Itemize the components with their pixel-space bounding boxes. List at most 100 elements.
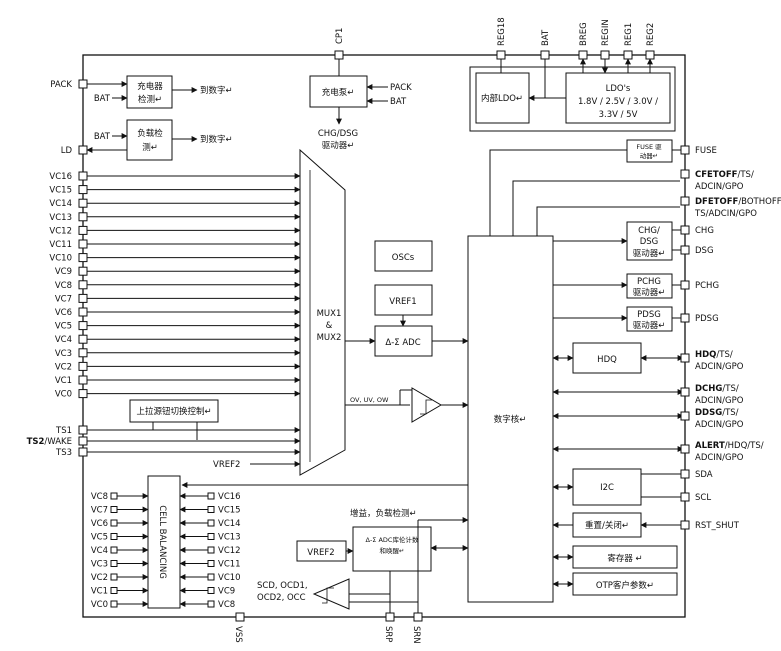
- pin-vc14: VC14: [49, 199, 72, 209]
- vc-pin-box: [78, 212, 88, 222]
- pin-vc15: VC15: [49, 186, 72, 196]
- load-detect: LD BAT 负载检 测↵ 到数字↵: [61, 119, 233, 161]
- pin-vc7: VC7: [55, 294, 72, 304]
- cb-left-pin-box: [110, 573, 118, 581]
- pin-reg1: REG1: [624, 23, 634, 46]
- svg-text:CHG/DSG: CHG/DSG: [318, 129, 358, 139]
- cb-right-pin: VC11: [218, 560, 241, 570]
- svg-text:TS2/WAKE: TS2/WAKE: [27, 437, 72, 447]
- top-pins: CP1 REG18 BAT BREG REGIN REG1 REG2: [334, 17, 656, 76]
- core-top-wires: [489, 149, 680, 236]
- pin-ddsg: DDSG: [695, 408, 722, 418]
- vc-pin-box: [78, 266, 88, 276]
- pin-regin: REGIN: [601, 19, 611, 46]
- pin-reg18: REG18: [497, 17, 507, 46]
- svg-text:ADCIN/GPO: ADCIN/GPO: [695, 362, 744, 372]
- mux: MUX1 & MUX2: [299, 148, 346, 476]
- cb-right-pin-box: [207, 573, 215, 581]
- svg-text:动器↵: 动器↵: [640, 152, 658, 160]
- pin-vc8: VC8: [55, 281, 72, 291]
- vc-pin-box: [78, 307, 88, 317]
- pin-srn: SRN: [411, 626, 421, 644]
- hdq-block: HDQ: [597, 355, 617, 365]
- pin-sda: SDA: [695, 470, 713, 480]
- pin-reg2: REG2: [646, 23, 656, 46]
- cb-right-pin: VC10: [218, 573, 241, 583]
- pin-vc3: VC3: [55, 349, 72, 359]
- pin-dchg: DCHG: [695, 384, 722, 394]
- svg-text:驱动器↵: 驱动器↵: [633, 320, 666, 331]
- svg-text:检测↵: 检测↵: [138, 94, 162, 105]
- i2c-block: I2C: [600, 483, 614, 493]
- svg-text:DFETOFF/BOTHOFF/: DFETOFF/BOTHOFF/: [695, 197, 781, 207]
- right-drivers: FUSE 驱 动器↵ CHG/ DSG 驱动器↵ PCHG 驱动器↵ PDSG …: [553, 139, 683, 332]
- pin-ts1: TS1: [55, 426, 72, 436]
- svg-text:DDSG/TS/: DDSG/TS/: [695, 408, 739, 418]
- cb-left-pin-box: [110, 492, 118, 500]
- pdsg-driver: PDSG: [637, 310, 661, 320]
- internal-ldo-block: [475, 72, 530, 124]
- pin-cp1: CP1: [335, 28, 345, 44]
- cb-right-pin-box: [207, 560, 215, 567]
- svg-text:驱动器↵: 驱动器↵: [322, 140, 355, 151]
- cb-left-pin: VC3: [91, 560, 108, 570]
- cb-right-pin-box: [207, 546, 215, 554]
- pin-vc6: VC6: [55, 308, 72, 318]
- chg-dsg-driver: CHG/: [638, 226, 660, 236]
- pin-pack: PACK: [50, 80, 72, 90]
- pin-pdsg: PDSG: [695, 314, 719, 324]
- cb-right-pin-box: [207, 533, 215, 540]
- svg-text:DCHG/TS/: DCHG/TS/: [695, 384, 739, 394]
- pin-ts3: TS3: [55, 448, 72, 458]
- svg-text:MUX1: MUX1: [317, 309, 342, 319]
- svg-text:BAT: BAT: [94, 94, 111, 104]
- pin-pchg: PCHG: [695, 281, 719, 291]
- digital-core-label: 数字核↵: [494, 414, 527, 425]
- cb-left-pin-box: [110, 519, 118, 527]
- svg-text:PACK: PACK: [390, 83, 412, 93]
- svg-text:ALERT/HDQ/TS/: ALERT/HDQ/TS/: [695, 441, 764, 451]
- svg-text:CELL BALANCING: CELL BALANCING: [157, 505, 167, 579]
- pin-chg: CHG: [695, 226, 714, 236]
- svg-text:3.3V / 5V: 3.3V / 5V: [599, 110, 638, 120]
- registers-block: 寄存器 ↵: [607, 553, 642, 564]
- pin-vc0: VC0: [55, 390, 72, 400]
- pin-srp: SRP: [383, 626, 393, 642]
- svg-text:DSG: DSG: [640, 237, 659, 247]
- adc-block: Δ-Σ ADC: [385, 338, 420, 348]
- vc-pin-box: [78, 225, 88, 235]
- svg-text:ADCIN/GPO: ADCIN/GPO: [695, 182, 744, 192]
- cb-right-pin: VC13: [218, 533, 241, 543]
- bottom-pins: VSS SRP SRN: [233, 612, 423, 644]
- charger-detect: PACK BAT 充电器 检测↵ 到数字↵: [50, 75, 233, 109]
- pullup-control: 上拉源钮切换控制↵: [136, 406, 211, 417]
- svg-text:MUX2: MUX2: [317, 333, 342, 343]
- svg-text:到数字↵: 到数字↵: [200, 85, 233, 96]
- svg-text:SCD, OCD1,: SCD, OCD1,: [257, 581, 308, 591]
- svg-text:BAT: BAT: [94, 132, 111, 142]
- otp-block: OTP客户参数↵: [596, 580, 654, 591]
- svg-text:Δ-Σ ADC库伦计数: Δ-Σ ADC库伦计数: [366, 535, 419, 544]
- cb-left-pin-box: [110, 533, 118, 540]
- vc-pin-box: [78, 321, 88, 331]
- pin-fuse: FUSE: [695, 146, 717, 156]
- cb-right-pin: VC8: [218, 600, 235, 610]
- pin-ld: LD: [61, 146, 73, 156]
- svg-text:VREF2: VREF2: [213, 460, 240, 470]
- svg-text:驱动器↵: 驱动器↵: [633, 248, 666, 259]
- svg-text:内部LDO↵: 内部LDO↵: [481, 93, 523, 104]
- vref1-block: VREF1: [389, 297, 416, 307]
- coulomb-counter: 增益，负载检测↵ Δ-Σ ADC库伦计数 和唤醒↵ VREF2 SCD, OCD…: [257, 508, 469, 614]
- pin-vc16: VC16: [49, 172, 72, 182]
- cb-right-pin-box: [207, 587, 215, 594]
- pin-ts2: TS2: [27, 437, 45, 447]
- pin-bat: BAT: [541, 29, 551, 46]
- reset-block: 重置/关闭↵: [585, 520, 629, 531]
- cb-right-pin-box: [207, 492, 215, 500]
- oscs-block: OSCs: [392, 253, 415, 263]
- svg-text:HDQ/TS/: HDQ/TS/: [695, 350, 733, 360]
- cb-left-pin: VC4: [91, 546, 108, 556]
- cb-left-pin-box: [110, 546, 118, 554]
- cb-right-pin: VC9: [218, 587, 235, 597]
